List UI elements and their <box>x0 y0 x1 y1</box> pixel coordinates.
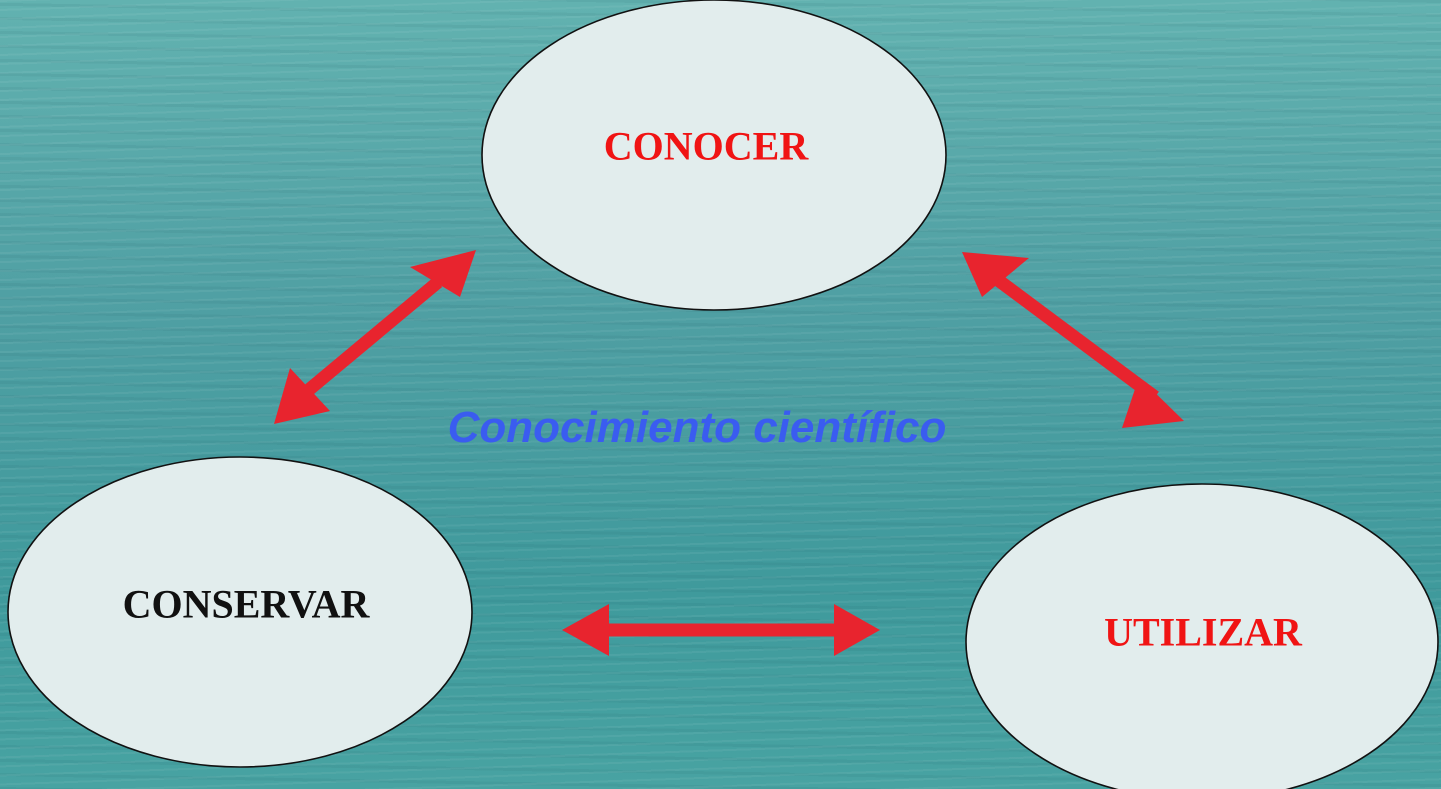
node-utilizar-shape <box>965 483 1439 789</box>
node-utilizar-label: UTILIZAR <box>1104 609 1302 655</box>
arrow-conocer-utilizar <box>962 252 1184 428</box>
node-conservar-label: CONSERVAR <box>122 581 370 627</box>
node-conocer-shape <box>481 0 947 311</box>
arrow-conocer-utilizar-head <box>1122 377 1184 428</box>
arrow-conocer-utilizar-line <box>994 274 1159 403</box>
arrow-conservar-utilizar <box>562 604 880 656</box>
arrow-conservar-conocer-shape <box>410 250 476 297</box>
center-title: Conocimiento científico <box>447 403 947 452</box>
arrow-conocer-utilizar-shape <box>962 252 1029 297</box>
node-conocer-label: CONOCER <box>603 123 809 169</box>
node-conservar-shape <box>7 456 473 768</box>
arrow-conservar-utilizar-head <box>834 604 880 656</box>
arrow-conservar-conocer <box>274 250 476 424</box>
arrow-conservar-conocer-head <box>274 368 330 424</box>
arrow-conservar-utilizar-shape <box>562 604 609 656</box>
arrow-conservar-conocer-line <box>300 277 443 398</box>
